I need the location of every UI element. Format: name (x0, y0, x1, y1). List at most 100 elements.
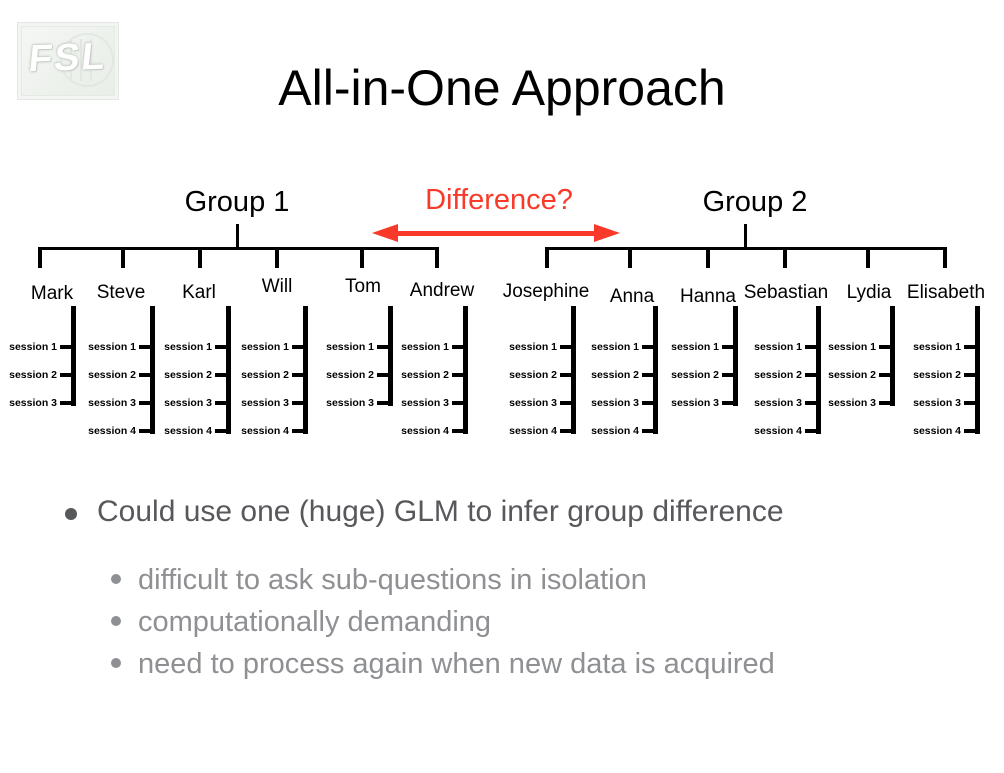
session-label: session 3 (754, 397, 802, 409)
session-label: session 1 (754, 341, 802, 353)
session-label: session 3 (671, 397, 719, 409)
session-label: session 2 (754, 369, 802, 381)
session-label: session 1 (164, 341, 212, 353)
session-label: session 1 (828, 341, 876, 353)
session-tick-line (452, 373, 463, 377)
session-label: session 4 (164, 425, 212, 437)
session-label: session 2 (241, 369, 289, 381)
session-tick-line (292, 401, 303, 405)
session-spine-line (463, 306, 468, 434)
group2-bracket-tick (628, 247, 632, 268)
session-tick-line (139, 429, 150, 433)
session-label: session 1 (401, 341, 449, 353)
session-spine-line (733, 306, 738, 406)
session-tick-line (377, 373, 388, 377)
person-name: Tom (345, 276, 381, 297)
session-tick-line (60, 373, 71, 377)
person-name: Sebastian (743, 282, 829, 303)
session-label: session 2 (88, 369, 136, 381)
slide-title: All-in-One Approach (278, 60, 726, 116)
group1-bracket-tick (435, 247, 439, 268)
session-tick-line (452, 345, 463, 349)
session-label: session 2 (164, 369, 212, 381)
session-label: session 3 (828, 397, 876, 409)
group2-bracket-tick (943, 247, 947, 268)
session-tick-line (805, 373, 816, 377)
session-tick-line (452, 429, 463, 433)
session-tick-line (805, 401, 816, 405)
session-label: session 4 (509, 425, 557, 437)
session-spine-line (975, 306, 980, 434)
session-label: session 1 (913, 341, 961, 353)
session-spine-line (571, 306, 576, 434)
fsl-fish-art-icon (60, 33, 114, 87)
group1-bracket-tick (275, 247, 279, 268)
group2-bracket-tick (866, 247, 870, 268)
fsl-fish-rib-icon (80, 39, 82, 81)
session-label: session 2 (591, 369, 639, 381)
session-label: session 3 (9, 397, 57, 409)
difference-label: Difference? (425, 184, 573, 216)
session-label: session 2 (509, 369, 557, 381)
session-label: session 3 (509, 397, 557, 409)
session-label: session 2 (828, 369, 876, 381)
group1-stem-line (236, 224, 239, 249)
group1-bracket-tick (38, 247, 42, 268)
session-spine-line (890, 306, 895, 406)
session-tick-line (964, 345, 975, 349)
session-label: session 3 (164, 397, 212, 409)
group1-label: Group 1 (184, 186, 290, 218)
session-spine-line (226, 306, 231, 434)
session-tick-line (215, 373, 226, 377)
session-tick-line (722, 373, 733, 377)
group2-bracket-tick (545, 247, 549, 268)
session-label: session 4 (88, 425, 136, 437)
session-tick-line (879, 401, 890, 405)
difference-arrow-right-head-icon (594, 224, 620, 242)
session-tick-line (805, 429, 816, 433)
session-label: session 4 (913, 425, 961, 437)
person-name: Elisabeth (906, 282, 986, 303)
session-tick-line (292, 429, 303, 433)
group2-stem-line (744, 224, 747, 249)
session-tick-line (377, 401, 388, 405)
person-name: Will (261, 276, 293, 297)
session-tick-line (292, 345, 303, 349)
session-tick-line (139, 345, 150, 349)
session-spine-line (303, 306, 308, 434)
session-tick-line (215, 401, 226, 405)
session-spine-line (150, 306, 155, 434)
session-tick-line (642, 345, 653, 349)
session-label: session 2 (326, 369, 374, 381)
session-label: session 1 (241, 341, 289, 353)
session-label: session 3 (88, 397, 136, 409)
person-name: Hanna (680, 286, 736, 307)
group2-label: Group 2 (702, 186, 808, 218)
session-label: session 1 (9, 341, 57, 353)
session-tick-line (964, 429, 975, 433)
session-tick-line (139, 373, 150, 377)
session-tick-line (722, 345, 733, 349)
sub-bullet-text: difficult to ask sub-questions in isolat… (138, 564, 647, 596)
session-tick-line (805, 345, 816, 349)
session-tick-line (560, 429, 571, 433)
sub-bullet-icon (111, 658, 121, 668)
session-spine-line (653, 306, 658, 434)
session-label: session 4 (754, 425, 802, 437)
session-label: session 4 (241, 425, 289, 437)
person-name: Karl (182, 282, 216, 303)
session-tick-line (215, 429, 226, 433)
session-label: session 2 (913, 369, 961, 381)
session-label: session 1 (509, 341, 557, 353)
fsl-fish-rib-icon (90, 39, 92, 81)
session-tick-line (560, 373, 571, 377)
group1-bracket-tick (121, 247, 125, 268)
fsl-logo: FSL (17, 22, 119, 100)
person-name: Lydia (846, 282, 892, 303)
session-spine-line (71, 306, 76, 406)
session-label: session 1 (671, 341, 719, 353)
session-label: session 4 (401, 425, 449, 437)
session-tick-line (560, 345, 571, 349)
session-tick-line (964, 401, 975, 405)
